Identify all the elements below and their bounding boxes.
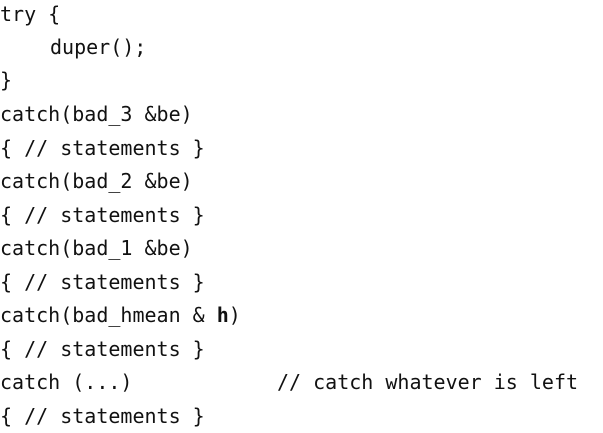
- code-line-statements-bad-hmean: { // statements }: [0, 337, 205, 361]
- code-line-catch-all: catch (...) // catch whatever is left: [0, 366, 578, 399]
- code-line-catch-bad-hmean: catch(bad_hmean & h): [0, 299, 241, 332]
- code-line-statements-catch-all: { // statements }: [0, 404, 205, 428]
- code-line-statements-bad-1: { // statements }: [0, 270, 205, 294]
- code-line-function-call: duper();: [50, 35, 147, 59]
- catch-all-comment: // catch whatever is left: [277, 370, 579, 394]
- code-line-catch-bad-2: catch(bad_2 &be): [0, 169, 193, 193]
- catch-all-keyword: catch (...): [0, 370, 133, 394]
- code-line-close-brace: }: [0, 68, 13, 92]
- code-line-statements-bad-2: { // statements }: [0, 203, 205, 227]
- catch-hmean-prefix: catch(bad_hmean &: [0, 303, 217, 327]
- code-line-catch-bad-3: catch(bad_3 &be): [0, 102, 193, 126]
- code-line-catch-bad-1: catch(bad_1 &be): [0, 236, 193, 260]
- catch-hmean-variable: h: [216, 303, 229, 327]
- code-line-statements-bad-3: { // statements }: [0, 136, 205, 160]
- catch-hmean-suffix: ): [228, 303, 241, 327]
- code-line-try: try {: [0, 2, 61, 26]
